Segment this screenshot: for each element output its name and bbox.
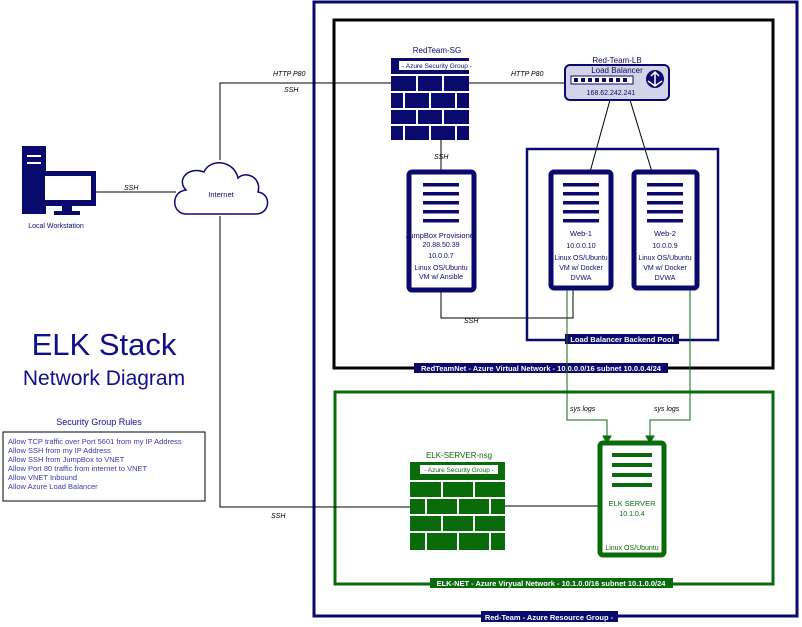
- rule-item: Allow Port 80 traffic from internet to V…: [8, 464, 147, 473]
- link-label-ssh-local: SSH: [124, 185, 139, 192]
- resource-group-label: Red-Team - Azure Resource Group -: [485, 613, 614, 622]
- web1-os: Linux OS/Ubuntu: [554, 255, 607, 262]
- resource-group-label-bg: [481, 611, 618, 622]
- line-internet-sg: [219, 82, 391, 160]
- lb-ip: 168.62.242.241: [587, 90, 636, 97]
- elk-server-icon: [597, 440, 667, 558]
- elk-sg-tag: - Azure Security Group -: [424, 467, 494, 474]
- syslog-arrows: [566, 290, 691, 445]
- syslog-arrow-web2: [649, 290, 691, 438]
- elk-server: ELK SERVER 10.1.0.4 Linux OS/Ubuntu: [597, 440, 667, 558]
- web2-name: Web-2: [654, 229, 676, 238]
- rules-title: Security Group Rules: [56, 417, 142, 427]
- jumpbox-public-ip: 20.88.50.39: [423, 242, 460, 249]
- jumpbox-server: JumpBox Provisioner 20.88.50.39 10.0.0.7…: [406, 169, 477, 293]
- cloud-icon: [174, 162, 269, 215]
- redteam-sg-name: RedTeam-SG: [413, 46, 461, 55]
- jumpbox-name: JumpBox Provisioner: [406, 231, 477, 240]
- syslog-arrow-web1: [566, 290, 608, 438]
- web1-server: Web-1 10.0.0.10 Linux OS/Ubuntu VM w/ Do…: [548, 169, 614, 291]
- internet-cloud: Internet: [174, 162, 269, 215]
- rule-item: Allow SSH from JumpBox to VNET: [8, 455, 125, 464]
- web2-os: Linux OS/Ubuntu: [638, 255, 691, 262]
- redteamnet-label-bg: [414, 363, 668, 373]
- jumpbox-role: VM w/ Ansible: [419, 274, 463, 281]
- link-label-http-lb: HTTP P80: [511, 71, 544, 78]
- lb-sub-label: Load Balancer: [591, 66, 643, 75]
- link-label-ssh-jump-web: SSH: [464, 318, 479, 325]
- elknet-label-bg: [430, 578, 673, 588]
- resource-group-container: [312, 0, 799, 618]
- web2-ip: 10.0.0.9: [652, 243, 677, 250]
- link-label-http-top: HTTP P80: [273, 71, 306, 78]
- redteam-sg: RedTeam-SG - Azure Security Group -: [391, 46, 475, 140]
- rules-box: [2, 431, 206, 502]
- backend-pool-label-bg: [565, 334, 679, 344]
- web1-ip: 10.0.0.10: [566, 243, 595, 250]
- syslog-arrowhead-web2: [645, 435, 655, 445]
- web1-name: Web-1: [570, 229, 592, 238]
- web1-role: VM w/ Docker: [559, 265, 603, 272]
- link-label-ssh-top: SSH: [284, 87, 299, 94]
- elk-server-ip: 10.1.0.4: [619, 511, 644, 518]
- local-workstation: Local Workstation: [22, 146, 96, 230]
- link-label-ssh-jump-sg: SSH: [434, 154, 449, 161]
- elk-sg: ELK-SERVER-nsg - Azure Security Group -: [410, 451, 505, 550]
- link-label-syslogs-1: sys logs: [570, 406, 596, 413]
- line-lb-web1: [589, 99, 611, 173]
- title-network-diagram: Network Diagram: [23, 367, 185, 390]
- elk-server-os: Linux OS/Ubuntu: [605, 545, 658, 552]
- workstation-label: Local Workstation: [28, 223, 84, 230]
- rule-item: Allow Azure Load Balancer: [8, 482, 98, 491]
- internet-label: Internet: [208, 190, 234, 199]
- line-lb-web2: [629, 99, 653, 173]
- elknet-label: ELK-NET - Azure Viryual Network - 10.1.0…: [437, 579, 667, 588]
- link-label-ssh-elk: SSH: [271, 513, 286, 520]
- elknet-container: [333, 390, 775, 586]
- title-elk-stack: ELK Stack: [32, 327, 177, 362]
- line-jumpbox-web: [440, 290, 574, 319]
- jumpbox-private-ip: 10.0.0.7: [428, 253, 453, 260]
- backend-pool-label: Load Balancer Backend Pool: [570, 335, 673, 344]
- elk-sg-name: ELK-SERVER-nsg: [426, 451, 492, 460]
- web2-role: VM w/ Docker: [643, 265, 687, 272]
- jumpbox-os: Linux OS/Ubuntu: [414, 265, 467, 272]
- redteamnet-label: RedTeamNet - Azure Virtual Network - 10.…: [421, 364, 662, 373]
- redteam-sg-tag: - Azure Security Group -: [402, 63, 472, 70]
- syslog-arrowhead-web1: [602, 435, 612, 445]
- web2-app: DVWA: [655, 275, 676, 282]
- elk-server-name: ELK SERVER: [609, 499, 657, 508]
- lb-name: Red-Team-LB: [592, 56, 641, 65]
- rule-item: Allow TCP traffic over Port 5601 from my…: [8, 437, 182, 446]
- rule-item: Allow SSH from my IP Address: [8, 446, 111, 455]
- line-internet-elk: [219, 216, 410, 508]
- load-balancer: Red-Team-LB Load Balancer 168.62.242.241: [564, 56, 670, 101]
- web1-app: DVWA: [571, 275, 592, 282]
- connector-lines: [95, 82, 653, 508]
- link-label-syslogs-2: sys logs: [654, 406, 680, 413]
- security-rules-panel: Security Group Rules Allow TCP traffic o…: [2, 417, 206, 502]
- rule-item: Allow VNET Inbound: [8, 473, 77, 482]
- web2-server: Web-2 10.0.0.9 Linux OS/Ubuntu VM w/ Doc…: [631, 169, 700, 291]
